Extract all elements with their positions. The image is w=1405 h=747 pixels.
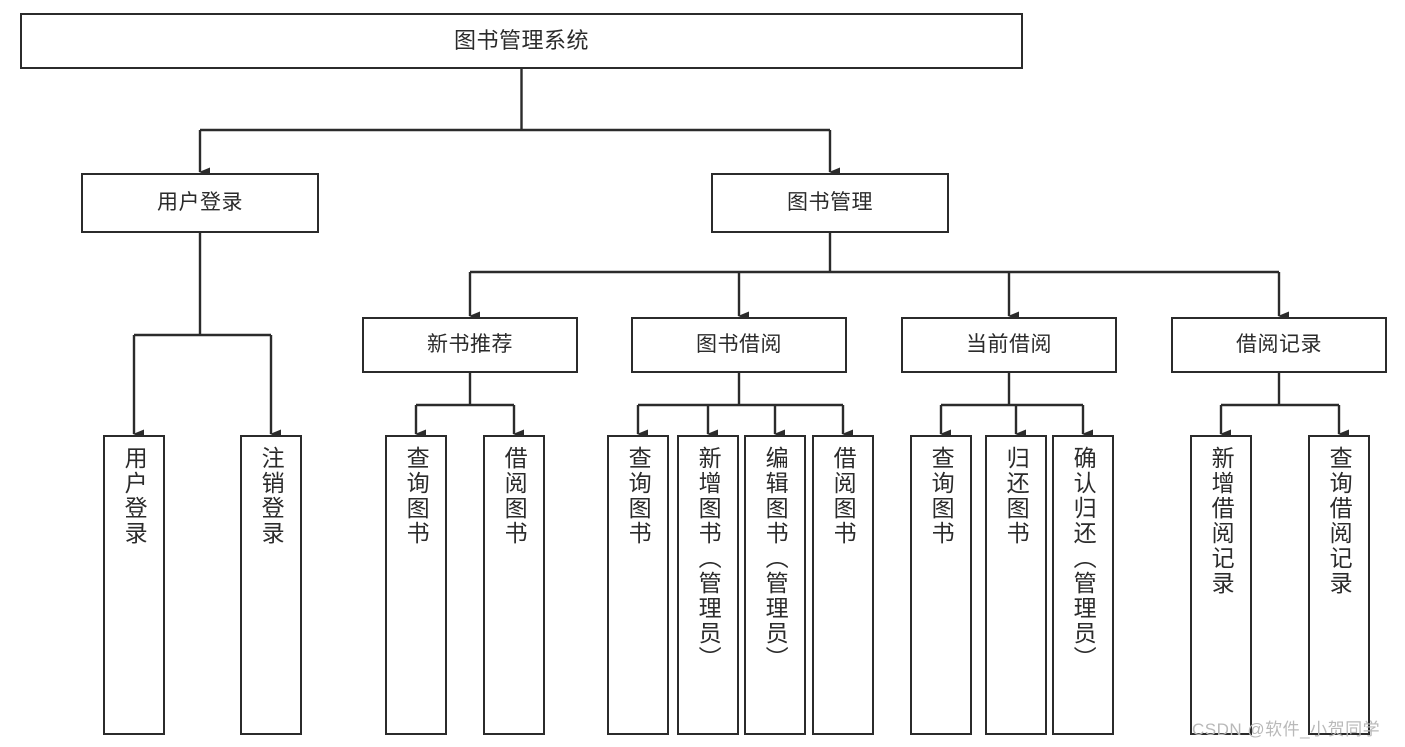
node-label: 编辑图书（管理员） <box>762 446 789 671</box>
node-leaf-borrow-book-1[interactable]: 借阅图书 <box>483 435 545 735</box>
node-book-manage[interactable]: 图书管理 <box>711 173 949 233</box>
node-root[interactable]: 图书管理系统 <box>20 13 1023 69</box>
node-leaf-add-book[interactable]: 新增图书（管理员） <box>677 435 739 735</box>
node-label: 查询图书 <box>928 446 955 546</box>
node-label: 用户登录 <box>121 446 148 546</box>
node-label: 归还图书 <box>1003 446 1030 546</box>
node-label: 图书管理系统 <box>453 27 589 53</box>
node-label: 新增图书（管理员） <box>695 446 722 671</box>
node-label: 借阅图书 <box>830 446 857 546</box>
node-label: 借阅记录 <box>1236 333 1322 357</box>
node-leaf-query-book-2[interactable]: 查询图书 <box>607 435 669 735</box>
node-leaf-borrow-book-2[interactable]: 借阅图书 <box>812 435 874 735</box>
node-label: 借阅图书 <box>501 446 528 546</box>
node-new-book-recommend[interactable]: 新书推荐 <box>362 317 578 373</box>
node-label: 查询图书 <box>403 446 430 546</box>
watermark: CSDN @软件_小贺同学 <box>1192 720 1381 739</box>
node-current-borrow[interactable]: 当前借阅 <box>901 317 1117 373</box>
node-leaf-query-record[interactable]: 查询借阅记录 <box>1308 435 1370 735</box>
node-leaf-query-book-1[interactable]: 查询图书 <box>385 435 447 735</box>
node-user-login[interactable]: 用户登录 <box>81 173 319 233</box>
node-leaf-query-book-3[interactable]: 查询图书 <box>910 435 972 735</box>
node-label: 确认归还（管理员） <box>1070 446 1097 671</box>
node-label: 查询图书 <box>625 446 652 546</box>
node-leaf-return-book[interactable]: 归还图书 <box>985 435 1047 735</box>
node-label: 新增借阅记录 <box>1208 446 1235 596</box>
node-label: 用户登录 <box>157 191 243 215</box>
node-leaf-confirm-return[interactable]: 确认归还（管理员） <box>1052 435 1114 735</box>
node-label: 当前借阅 <box>966 333 1052 357</box>
node-leaf-logout-login[interactable]: 注销登录 <box>240 435 302 735</box>
node-leaf-edit-book[interactable]: 编辑图书（管理员） <box>744 435 806 735</box>
node-leaf-user-login[interactable]: 用户登录 <box>103 435 165 735</box>
node-book-borrow[interactable]: 图书借阅 <box>631 317 847 373</box>
node-leaf-add-record[interactable]: 新增借阅记录 <box>1190 435 1252 735</box>
node-borrow-record[interactable]: 借阅记录 <box>1171 317 1387 373</box>
node-label: 图书管理 <box>787 191 873 215</box>
node-label: 查询借阅记录 <box>1326 446 1353 596</box>
node-label: 新书推荐 <box>427 333 513 357</box>
node-label: 注销登录 <box>258 446 285 546</box>
node-label: 图书借阅 <box>696 333 782 357</box>
